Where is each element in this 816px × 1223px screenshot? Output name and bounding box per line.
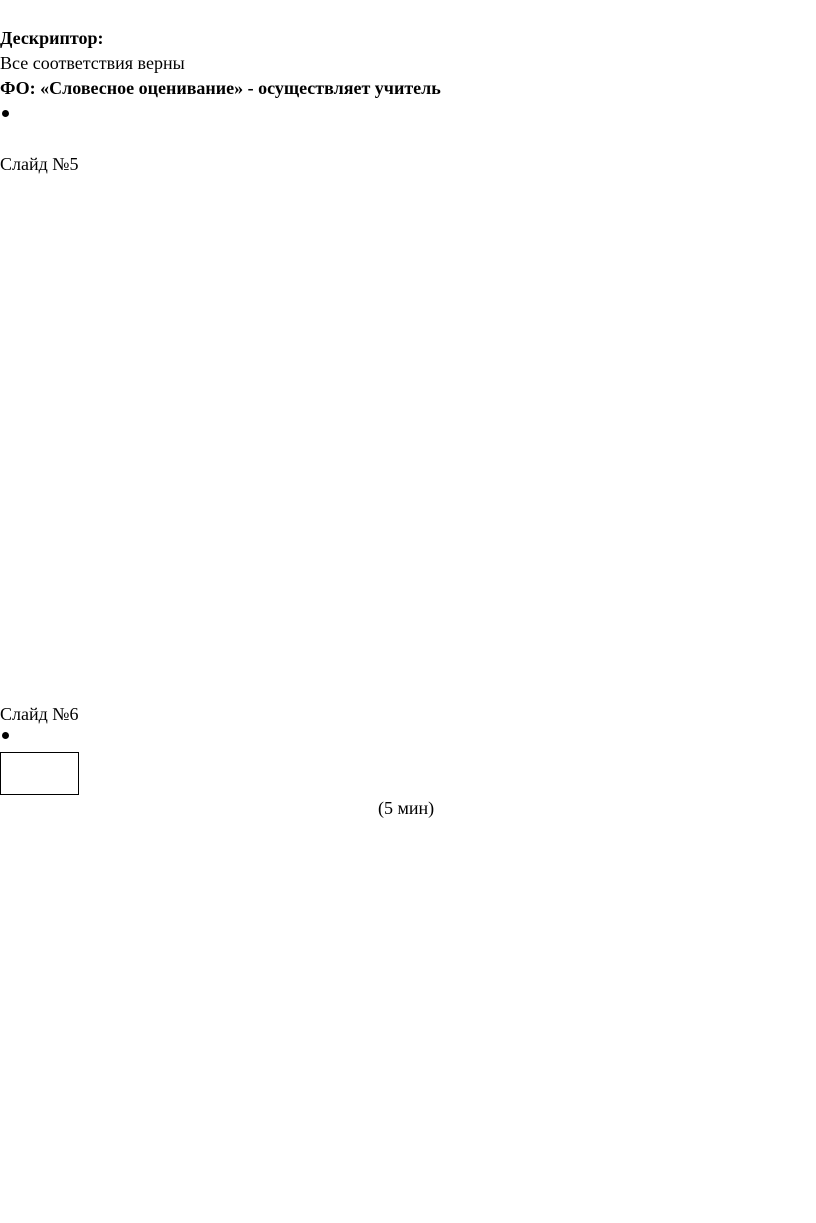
- slide6-label: Слайд №6: [0, 704, 79, 724]
- bullet-1: [2, 110, 9, 117]
- duration-text: (5 мин): [378, 798, 435, 818]
- empty-box: [0, 752, 79, 795]
- bullet-2: [2, 732, 9, 739]
- slide5-label: Слайд №5: [0, 154, 79, 174]
- descriptor-text: Все соответствия верны: [0, 53, 185, 73]
- fo-line: ФО: «Словесное оценивание» - осуществляе…: [0, 78, 441, 98]
- descriptor-heading: Дескриптор:: [0, 28, 104, 48]
